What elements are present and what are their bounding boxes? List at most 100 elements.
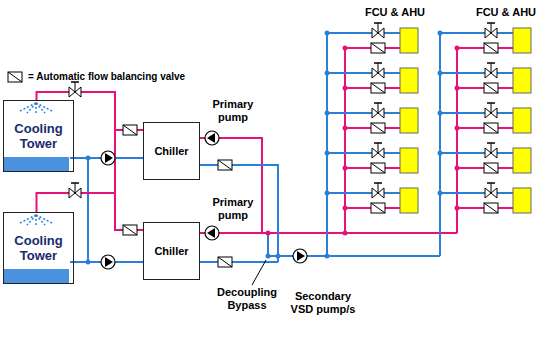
pipe-graphic xyxy=(378,143,379,153)
pipe-graphic xyxy=(378,103,379,113)
junction-dot xyxy=(266,231,271,236)
balancing-valve xyxy=(371,83,385,93)
pipe-graphic xyxy=(69,87,81,97)
pipe-graphic xyxy=(374,182,382,184)
pipe-graphic xyxy=(484,123,498,133)
control-valve xyxy=(372,183,384,198)
pipe-graphic xyxy=(27,103,36,113)
pipe-graphic xyxy=(440,192,513,194)
control-valve xyxy=(485,103,497,118)
pipe-graphic xyxy=(69,188,81,198)
pipe-graphic xyxy=(326,33,328,256)
pipe-graphic xyxy=(344,48,346,233)
pipe-graphic xyxy=(371,43,385,53)
pipe-graphic xyxy=(36,215,54,224)
pipe-graphic xyxy=(491,183,492,193)
junction-dot xyxy=(325,191,330,196)
pipe-graphic xyxy=(371,83,385,93)
node-label: Chiller xyxy=(154,145,188,157)
junction-dot xyxy=(325,111,330,116)
balancing-valve xyxy=(218,257,232,267)
junction-dot xyxy=(325,71,330,76)
junction-dot xyxy=(266,254,271,259)
pipe-graphic xyxy=(123,225,137,235)
pipe-graphic xyxy=(485,148,497,158)
pump-symbol xyxy=(293,249,307,263)
pipe-graphic xyxy=(484,83,498,93)
pipe-graphic xyxy=(487,22,495,24)
balancing-valve xyxy=(123,125,137,135)
pipe-graphic xyxy=(205,226,219,240)
pipe-graphic xyxy=(372,188,384,198)
pipe-graphic xyxy=(18,215,36,224)
pipe-graphic xyxy=(123,125,137,135)
pipe-graphic xyxy=(327,192,400,194)
pipe-graphic xyxy=(87,158,89,262)
pipe-graphic xyxy=(440,112,513,114)
pipe-graphic xyxy=(484,43,498,53)
junction-dot xyxy=(438,151,443,156)
terminal-unit xyxy=(513,108,531,133)
pipe-graphic xyxy=(200,165,278,262)
pipe-graphic xyxy=(371,43,385,53)
control-valve xyxy=(372,63,384,78)
pipe-graphic xyxy=(105,257,113,267)
junction-dot xyxy=(455,86,460,91)
pipe-graphic xyxy=(371,203,385,213)
pipe-graphic xyxy=(27,215,36,225)
junction-dot xyxy=(438,31,443,36)
pipe-graphic xyxy=(374,102,382,104)
cooling-tower-box: Cooling Tower xyxy=(3,100,74,172)
junction-dot xyxy=(276,254,281,259)
pipe-graphic xyxy=(484,83,498,93)
junction-dot xyxy=(343,166,348,171)
pipe-graphic xyxy=(207,228,215,238)
junction-dot xyxy=(86,156,91,161)
pipe-graphic xyxy=(327,32,400,34)
pipe-graphic xyxy=(485,108,497,118)
pipe-graphic xyxy=(372,68,384,78)
junction-dot xyxy=(343,46,348,51)
pipe-graphic xyxy=(123,125,137,135)
pipe-graphic xyxy=(293,249,307,263)
chiller-box: Chiller xyxy=(143,222,200,280)
pipe-graphic xyxy=(105,153,113,163)
terminal-unit xyxy=(513,28,531,53)
control-valve xyxy=(69,82,81,97)
control-valve xyxy=(69,183,81,198)
pipe-graphic xyxy=(491,63,492,73)
junction-dot xyxy=(343,231,348,236)
balancing-valve xyxy=(371,163,385,173)
pipe-graphic xyxy=(440,152,513,154)
part-label: Decoupling Bypass xyxy=(214,286,280,312)
part-label: Primary pump xyxy=(208,98,258,124)
balancing-valve xyxy=(371,123,385,133)
pipe-graphic xyxy=(487,142,495,144)
balancing-valve xyxy=(123,225,137,235)
pipe-graphic xyxy=(36,103,54,112)
node-label: Cooling Tower xyxy=(4,233,73,263)
tower-water xyxy=(4,157,69,283)
part-label: Secondary VSD pump/s xyxy=(283,290,363,316)
terminal-unit xyxy=(513,188,531,213)
pipe-graphic xyxy=(484,203,498,213)
junction-dot xyxy=(343,206,348,211)
junction-dot xyxy=(325,254,330,259)
pipe-graphic xyxy=(371,163,385,173)
pipe-graphic xyxy=(491,103,492,113)
pipe-graphic xyxy=(218,160,232,170)
balancing-valve xyxy=(484,123,498,133)
pipe-graphic xyxy=(374,142,382,144)
leader-line xyxy=(252,260,266,285)
pump-symbol xyxy=(205,226,219,240)
pipe-graphic xyxy=(440,72,513,74)
pipe-graphic xyxy=(378,23,379,33)
pipe-graphic xyxy=(485,28,497,38)
junction-dot xyxy=(455,46,460,51)
part-label: Primary pump xyxy=(208,196,258,222)
pipe-graphic xyxy=(372,28,384,38)
pipe-graphic xyxy=(75,183,76,193)
pipe-graphic xyxy=(200,261,278,263)
pipe-graphic xyxy=(484,203,498,213)
